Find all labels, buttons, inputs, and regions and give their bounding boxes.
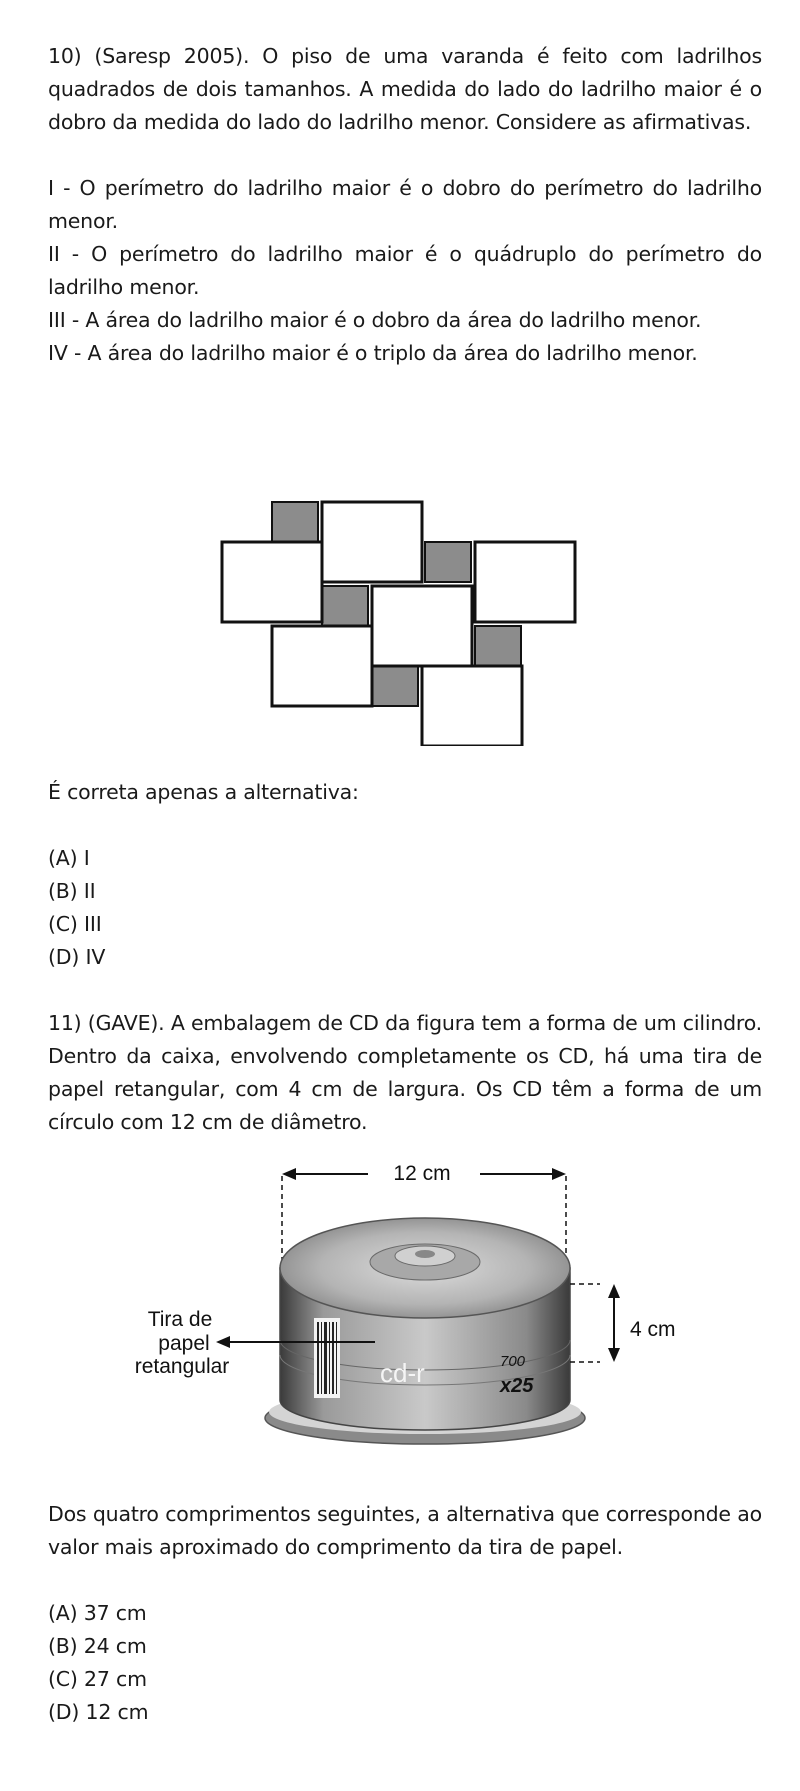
q11-option-a: (A) 37 cm [48,1601,147,1625]
strip-label-1: Tira de [148,1308,213,1331]
q10-answers: É correta apenas a alternativa: (A) I (B… [48,776,762,1139]
q11-option-c: (C) 27 cm [48,1667,147,1691]
barcode-icon [314,1318,340,1398]
cd-spindle-figure: 12 cm cd-r 700 x25 4 cm Tira de papel re… [135,1162,676,1445]
tile-figure [220,500,577,746]
count-label: x25 [499,1375,534,1397]
large-tile [473,540,577,624]
q10-item-1: I - O perímetro do ladrilho maior é o do… [48,176,762,233]
large-tile [220,540,324,624]
q11-option-b: (B) 24 cm [48,1634,147,1658]
q10-statement: 10) (Saresp 2005). O piso de uma varanda… [48,44,762,134]
large-tile [270,624,374,708]
q10-option-b: (B) II [48,879,96,903]
q10-option-c: (C) III [48,912,102,936]
q10-item-4: IV - A área do ladrilho maior é o triplo… [48,341,698,365]
q11-statement: 11) (GAVE). A embalagem de CD da figura … [48,1011,762,1134]
large-tile [420,664,524,746]
small-tile [424,541,472,583]
height-label: 4 cm [630,1318,676,1341]
diameter-label: 12 cm [393,1162,450,1185]
small-tile [271,501,319,543]
page-content: 10) (Saresp 2005). O piso de uma varanda… [48,40,762,370]
large-tile [370,584,474,668]
q11-prompt: Dos quatro comprimentos seguintes, a alt… [48,1502,762,1559]
q10-item-2: II - O perímetro do ladrilho maior é o q… [48,242,762,299]
strip-label-2: papel [158,1332,209,1355]
q10-option-a: (A) I [48,846,90,870]
brand-label: cd-r [380,1358,425,1388]
large-tile [320,500,424,584]
small-tile [371,665,419,707]
q10-item-3: III - A área do ladrilho maior é o dobro… [48,308,702,332]
strip-label-3: retangular [135,1355,230,1378]
q11-answers: Dos quatro comprimentos seguintes, a alt… [48,1498,762,1729]
capacity-label: 700 [500,1353,526,1370]
q10-prompt: É correta apenas a alternativa: [48,780,359,804]
small-tile [474,625,522,667]
small-tile [321,585,369,627]
q10-option-d: (D) IV [48,945,106,969]
q11-option-d: (D) 12 cm [48,1700,149,1724]
